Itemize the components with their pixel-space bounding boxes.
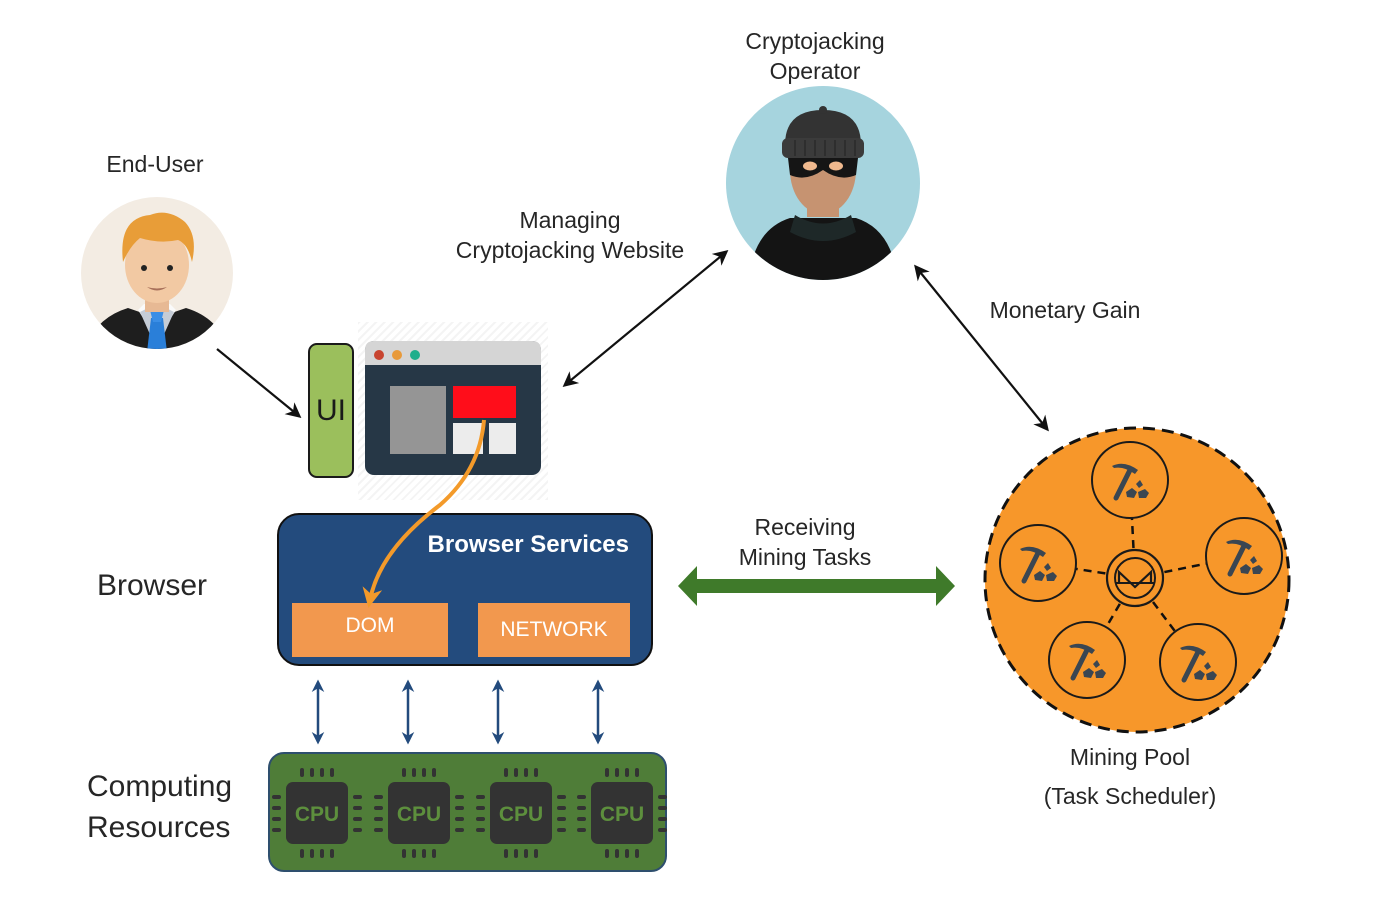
miner-node bbox=[1159, 623, 1237, 701]
pickaxe-icon bbox=[1180, 645, 1217, 683]
ui-box: UI bbox=[308, 343, 354, 478]
cpu-chips: CPU CPU CPU CPU bbox=[272, 768, 667, 858]
end-user-label: End-User bbox=[106, 151, 204, 177]
monetary-gain-label: Monetary Gain bbox=[989, 297, 1141, 323]
mining-pool-label: Mining Pool (Task Scheduler) bbox=[1020, 738, 1240, 816]
miner-node bbox=[1091, 441, 1169, 519]
cpu-chip-icon: CPU bbox=[272, 768, 362, 858]
pool-spoke bbox=[1105, 603, 1121, 628]
arrow-user-to-ui bbox=[216, 348, 302, 418]
miner-node bbox=[999, 524, 1077, 602]
arrow-monetary-gain bbox=[914, 264, 1049, 432]
miner-node bbox=[1048, 621, 1126, 699]
pickaxe-icon bbox=[1112, 463, 1149, 501]
arrow-receiving-mining-tasks bbox=[678, 566, 955, 606]
cpu-label: CPU bbox=[397, 803, 441, 826]
managing-label-line1: Managing bbox=[519, 207, 621, 233]
cpu-label: CPU bbox=[499, 803, 543, 826]
computing-label-line1: Computing bbox=[87, 770, 233, 803]
ui-label: UI bbox=[316, 393, 346, 427]
end-user-avatar bbox=[81, 197, 233, 349]
pickaxe-icon bbox=[1226, 539, 1263, 577]
arrow-managing-website bbox=[562, 250, 729, 387]
monero-logo-icon bbox=[1105, 548, 1165, 608]
receiving-label-line2: Mining Tasks bbox=[738, 543, 872, 570]
dom-label: DOM bbox=[345, 614, 395, 637]
cpu-board: CPU CPU CPU CPU bbox=[268, 752, 667, 872]
network-label: NETWORK bbox=[500, 618, 608, 641]
browser-layer-label: Browser bbox=[97, 569, 208, 602]
pool-spoke bbox=[1164, 562, 1207, 574]
managing-label: Managing Cryptojacking Website bbox=[430, 206, 710, 266]
pool-spoke bbox=[1130, 517, 1135, 549]
computing-label-line2: Resources bbox=[87, 810, 231, 844]
pickaxe-icon bbox=[1020, 546, 1057, 584]
operator-label: Cryptojacking Operator bbox=[720, 27, 910, 87]
dom-component: DOM bbox=[292, 603, 448, 657]
computing-layer-label: Computing Resources bbox=[87, 767, 232, 848]
arrows-browser-cpu bbox=[311, 679, 605, 745]
cpu-label: CPU bbox=[295, 803, 339, 826]
pool-spoke bbox=[1151, 601, 1177, 633]
network-component: NETWORK bbox=[478, 603, 630, 657]
mining-pool-label-line2: (Task Scheduler) bbox=[1043, 783, 1217, 810]
receiving-label: Receiving Mining Tasks bbox=[715, 513, 895, 573]
operator-avatar bbox=[726, 86, 920, 280]
browser-services-title: Browser Services bbox=[427, 531, 629, 558]
operator-label-line1: Cryptojacking bbox=[745, 28, 885, 54]
cpu-label: CPU bbox=[600, 803, 644, 826]
mining-pool bbox=[983, 426, 1291, 734]
receiving-label-line1: Receiving bbox=[754, 514, 856, 540]
cpu-chip-icon: CPU bbox=[374, 768, 464, 858]
mining-pool-label-line1: Mining Pool bbox=[1069, 744, 1191, 770]
pool-spoke bbox=[1075, 567, 1106, 575]
cpu-chip-icon: CPU bbox=[577, 768, 667, 858]
operator-label-line2: Operator bbox=[769, 57, 861, 84]
miner-node bbox=[1205, 517, 1283, 595]
pickaxe-icon bbox=[1069, 643, 1106, 681]
managing-label-line2: Cryptojacking Website bbox=[455, 236, 685, 263]
browser-services-box: Browser Services DOM NETWORK bbox=[277, 513, 653, 666]
cpu-chip-icon: CPU bbox=[476, 768, 566, 858]
website-backdrop bbox=[358, 322, 548, 500]
